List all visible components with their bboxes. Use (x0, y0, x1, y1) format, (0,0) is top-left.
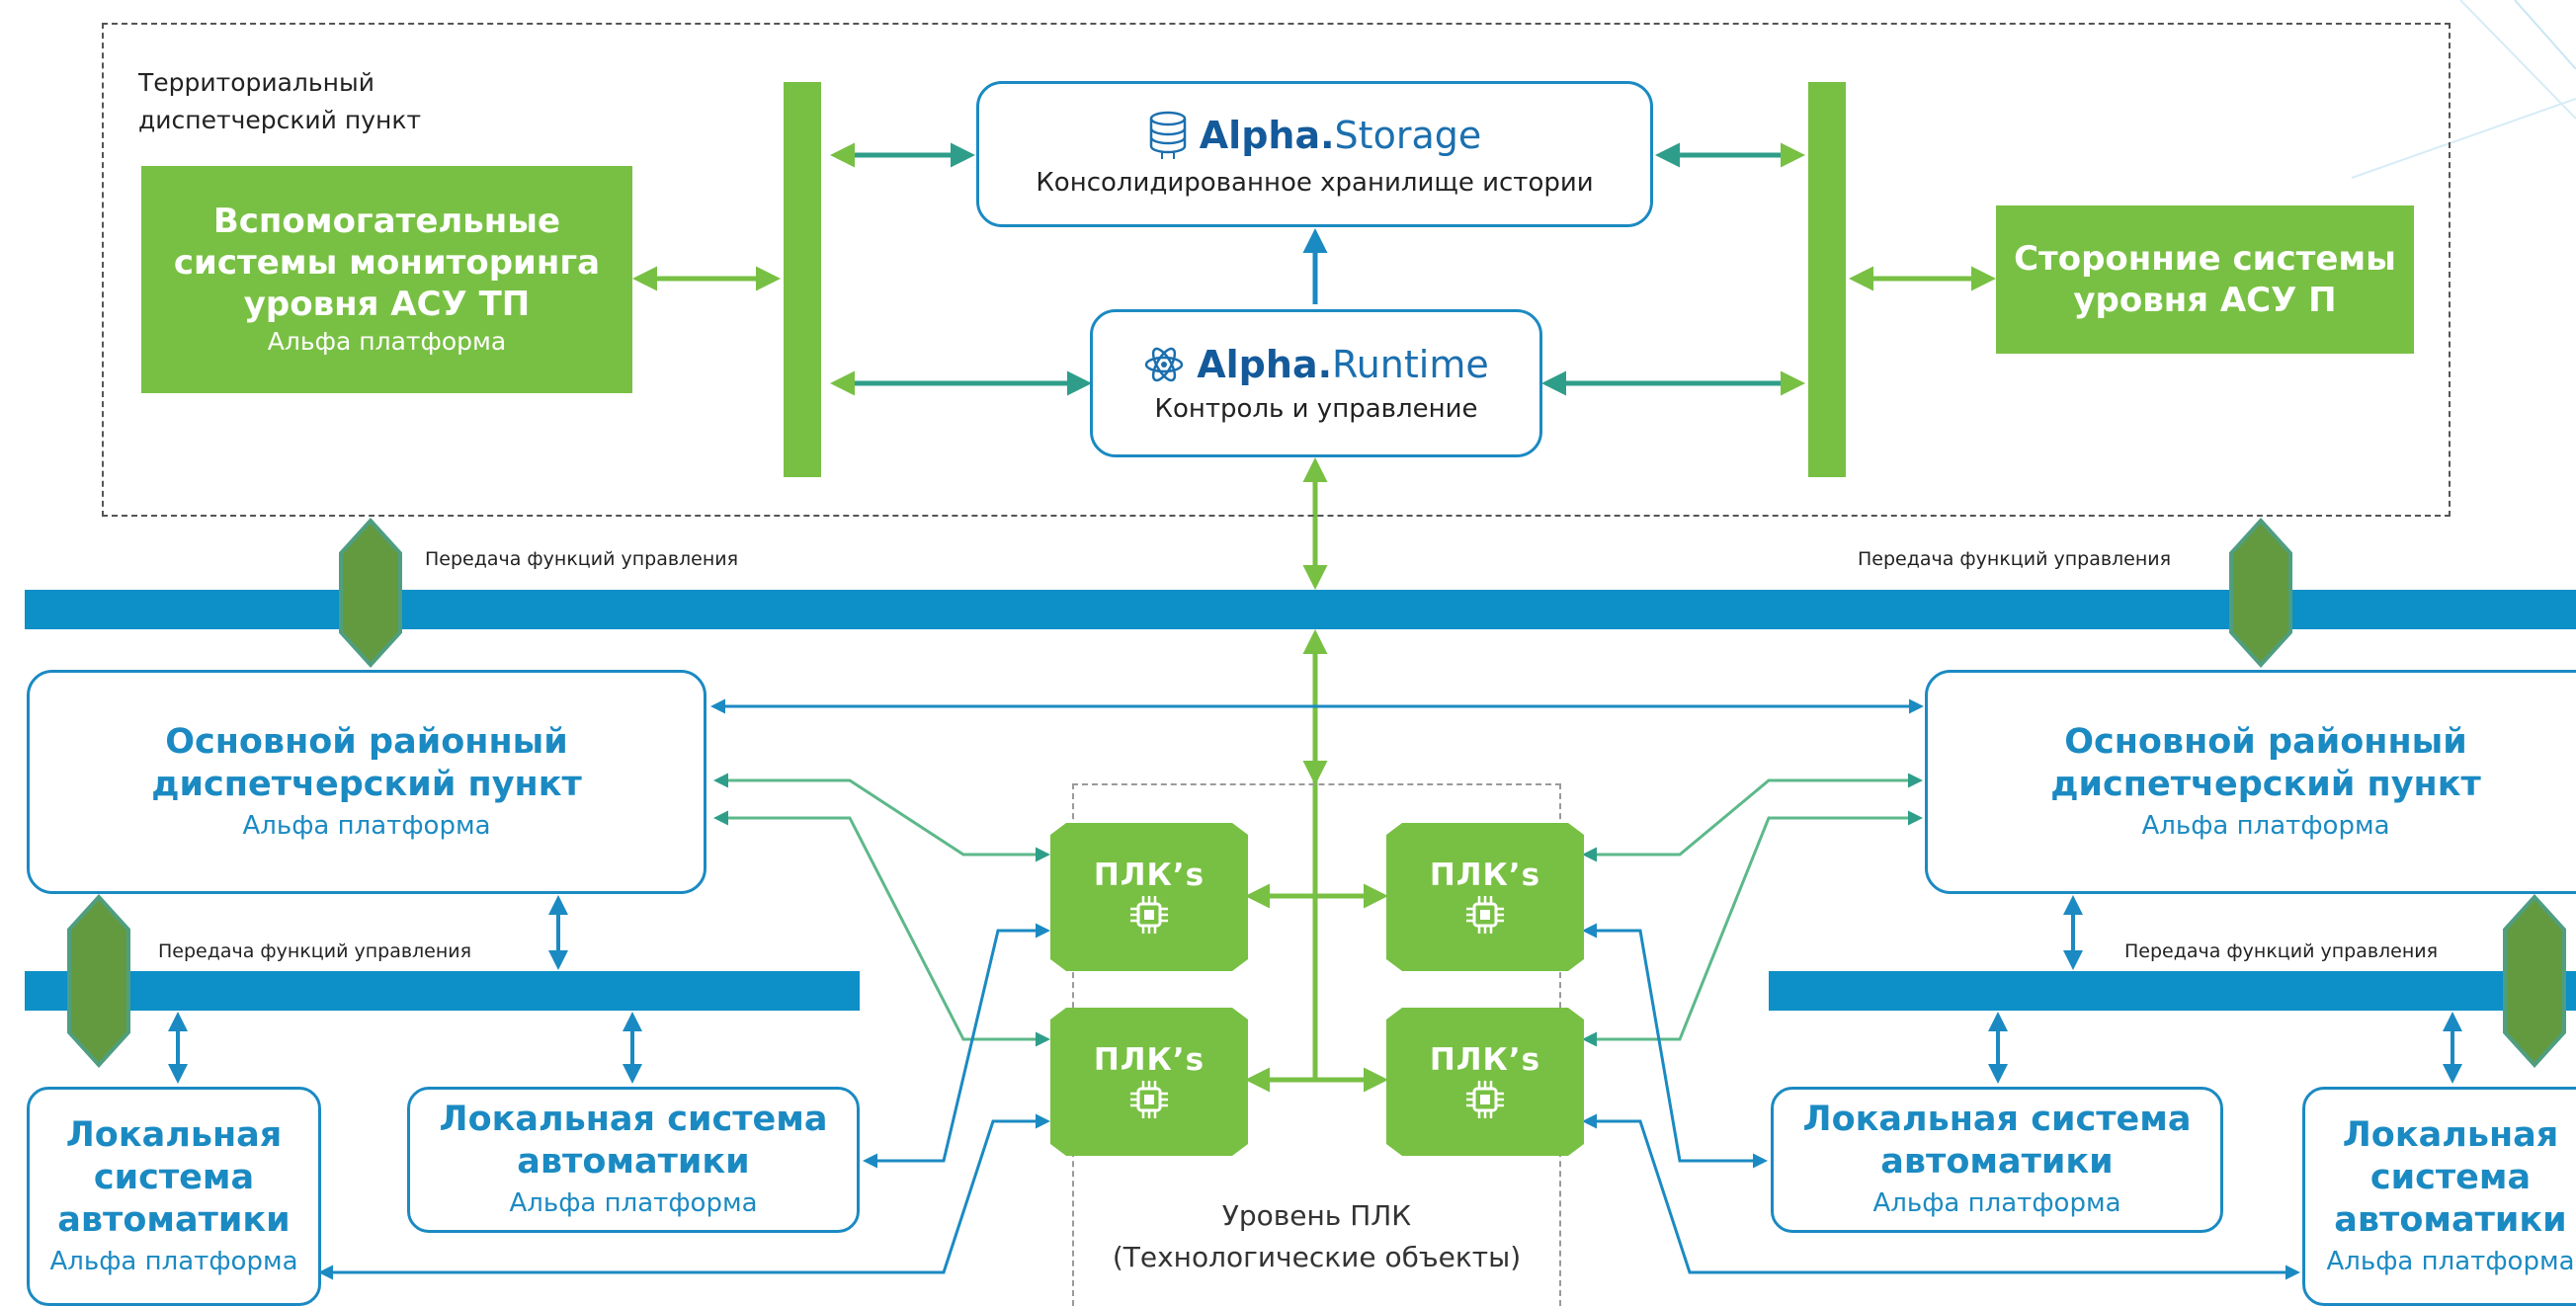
district-left-subtitle: Альфа платформа (242, 810, 491, 841)
local-right-title: Локальная система автоматики (1802, 1100, 2192, 1182)
alpha-runtime-description: Контроль и управление (1154, 394, 1478, 424)
gateway-hexagon-top-left (339, 518, 402, 668)
third-party-title: Сторонние системы уровня АСУ П (2014, 239, 2396, 320)
plc-label: ПЛК’s (1093, 1042, 1205, 1078)
local-far-right-title: Локальная система автоматики (2334, 1114, 2567, 1240)
third-party-box[interactable]: Сторонние системы уровня АСУ П (1996, 205, 2414, 354)
chip-icon (1130, 896, 1168, 934)
chip-icon (1466, 896, 1504, 934)
aux-systems-subtitle: Альфа платформа (267, 327, 507, 356)
alpha-runtime-box[interactable]: Alpha.Runtime Контроль и управление (1090, 309, 1542, 457)
gateway-hexagon-mid-right (2503, 894, 2566, 1068)
district-dispatch-left[interactable]: Основной районный диспетчерский пункт Ал… (27, 670, 706, 894)
territorial-region (102, 23, 2451, 517)
local-right-subtitle: Альфа платформа (1872, 1188, 2121, 1218)
alpha-runtime-product: Runtime (1332, 343, 1489, 386)
district-right-subtitle: Альфа платформа (2141, 810, 2390, 841)
alpha-storage-product: Storage (1334, 114, 1482, 157)
local-far-left-subtitle: Альфа платформа (49, 1246, 298, 1276)
local-left-subtitle: Альфа платформа (509, 1188, 758, 1218)
plc-block-3[interactable]: ПЛК’s (1050, 1008, 1248, 1156)
alpha-runtime-brand: Alpha.Runtime (1143, 343, 1489, 386)
decor-line (2514, 0, 2576, 70)
transfer-label-mid-left: Передача функций управления (158, 940, 472, 962)
plc-label: ПЛК’s (1429, 1042, 1541, 1078)
territorial-label: Территориальный диспетчерский пункт (138, 68, 422, 134)
arrow-plc-local-far-right (1582, 1113, 2300, 1280)
decor-line (2459, 0, 2576, 120)
plc-level-label: Уровень ПЛК (Технологические объекты) (1112, 1199, 1522, 1273)
aux-systems-title: Вспомогательные системы мониторинга уров… (173, 202, 601, 324)
plc-label: ПЛК’s (1093, 857, 1205, 893)
plc-block-1[interactable]: ПЛК’s (1050, 823, 1248, 971)
transfer-label-top-right: Передача функций управления (1858, 548, 2172, 570)
alpha-storage-brand: Alpha.Storage (1148, 111, 1481, 160)
gateway-hexagon-top-right (2229, 518, 2292, 668)
alpha-storage-description: Консолидированное хранилище истории (1036, 168, 1594, 198)
local-system-left[interactable]: Локальная система автоматики Альфа платф… (407, 1087, 860, 1233)
transfer-label-top-left: Передача функций управления (425, 548, 739, 570)
alpha-storage-prefix: Alpha. (1199, 114, 1335, 157)
alpha-storage-box[interactable]: Alpha.Storage Консолидированное хранилищ… (976, 81, 1653, 227)
chip-icon (1130, 1081, 1168, 1118)
arrow-plc-local-far-left (318, 1113, 1050, 1280)
district-dispatch-right[interactable]: Основной районный диспетчерский пункт Ал… (1925, 670, 2576, 894)
right-bus-bar (1808, 82, 1846, 477)
transfer-label-mid-right: Передача функций управления (2124, 940, 2439, 962)
gateway-hexagon-mid-left (67, 894, 130, 1068)
aux-systems-box[interactable]: Вспомогательные системы мониторинга уров… (141, 166, 632, 393)
local-system-right[interactable]: Локальная система автоматики Альфа платф… (1771, 1087, 2223, 1233)
chip-icon (1466, 1081, 1504, 1118)
local-left-title: Локальная система автоматики (439, 1100, 828, 1182)
alpha-runtime-prefix: Alpha. (1197, 343, 1333, 386)
right-sub-bus (1769, 971, 2576, 1011)
district-right-title: Основной районный диспетчерский пункт (2050, 721, 2481, 804)
plc-label: ПЛК’s (1429, 857, 1541, 893)
plc-block-2[interactable]: ПЛК’s (1386, 823, 1584, 971)
district-left-title: Основной районный диспетчерский пункт (151, 721, 582, 804)
main-bus (25, 590, 2576, 629)
local-far-right-subtitle: Альфа платформа (2326, 1246, 2575, 1276)
arrow-plc-local-left (863, 923, 1050, 1169)
left-bus-bar (784, 82, 821, 477)
atom-icon (1145, 347, 1184, 382)
plc-block-4[interactable]: ПЛК’s (1386, 1008, 1584, 1156)
local-far-left-title: Локальная система автоматики (57, 1114, 291, 1240)
local-system-far-right[interactable]: Локальная система автоматики Альфа платф… (2302, 1087, 2576, 1306)
decor-line (2351, 98, 2576, 179)
left-sub-bus (25, 971, 860, 1011)
database-icon (1149, 111, 1187, 159)
local-system-far-left[interactable]: Локальная система автоматики Альфа платф… (27, 1087, 321, 1306)
arrow-plc-local-right (1582, 923, 1768, 1169)
